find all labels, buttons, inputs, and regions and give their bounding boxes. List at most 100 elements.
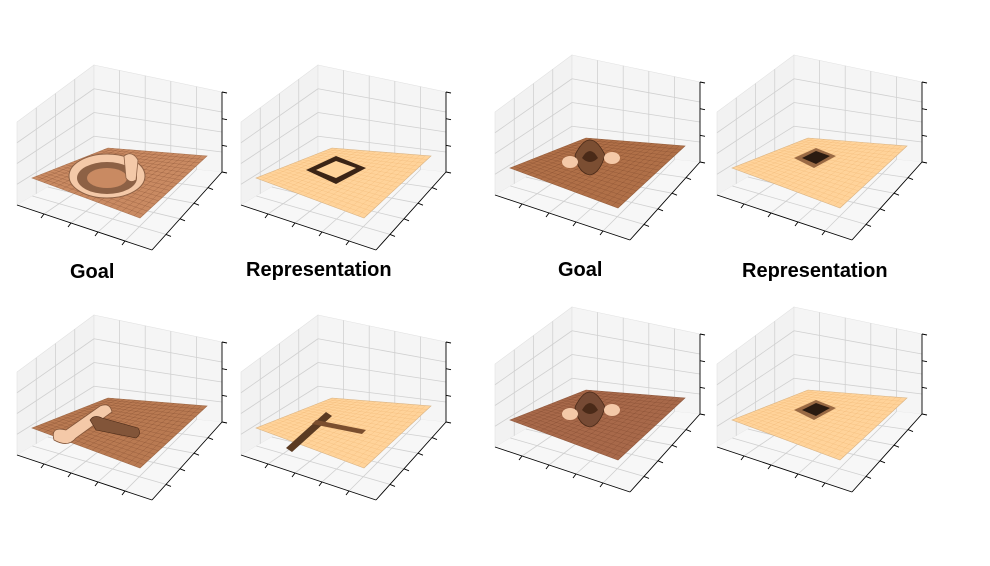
y-tick (179, 218, 186, 222)
surface-feature (68, 153, 146, 199)
x-tick (121, 240, 126, 246)
y-axis-line (629, 413, 701, 493)
surface-plot-4 (716, 54, 928, 241)
surface-feature (562, 139, 620, 176)
grid-line (793, 125, 923, 143)
z-tick (921, 108, 928, 111)
z-tick (445, 171, 452, 174)
x-tick (740, 455, 745, 461)
y-tick (685, 429, 692, 433)
x-tick (794, 221, 799, 227)
grid-line (793, 102, 923, 123)
grid-line (571, 78, 701, 103)
grid-line (494, 125, 573, 175)
grid-line (732, 185, 867, 225)
surface-feature (286, 412, 366, 452)
surface-mesh-line (827, 144, 897, 204)
grid-line (16, 362, 95, 414)
z-tick (921, 161, 928, 164)
x-tick (599, 230, 604, 236)
x-tick (345, 490, 350, 496)
x-tick (40, 213, 45, 219)
t-stem (52, 404, 113, 444)
x-tick (545, 464, 550, 470)
z-tick (699, 161, 706, 164)
x-tick (40, 463, 45, 469)
t-bar (89, 416, 140, 439)
surface-mesh-line (833, 145, 902, 206)
z-tick (445, 341, 452, 344)
surface-mesh-line (357, 405, 426, 466)
grid-line (571, 354, 701, 375)
z-tick (921, 413, 928, 416)
y-axis-line (151, 421, 223, 501)
z-tick (445, 118, 452, 121)
y-tick (403, 468, 410, 472)
cup-lobe-left (562, 408, 578, 420)
x-tick (318, 481, 323, 487)
grid-line (256, 445, 391, 485)
z-tick (699, 386, 706, 389)
surface-mesh-line (611, 397, 680, 458)
surface-plot-1 (16, 64, 228, 251)
z-tick (445, 394, 452, 397)
x-tick (345, 240, 350, 246)
grid-line (124, 169, 197, 242)
grid-line (571, 102, 701, 123)
z-tick (699, 413, 706, 416)
surface-mesh-line (345, 404, 415, 462)
grid-line (317, 362, 447, 383)
plot-representation-pit (712, 40, 942, 250)
surface-mesh-line (605, 144, 675, 204)
y-tick (193, 452, 200, 456)
ring-center (87, 168, 127, 188)
surface-feature (562, 391, 620, 428)
x-tick (572, 221, 577, 227)
grid-line (317, 338, 447, 363)
surface-feature (52, 404, 140, 444)
grid-line (793, 78, 923, 103)
grid-line (93, 362, 223, 383)
surface-mesh-line (803, 139, 904, 150)
surface-plot-8 (716, 306, 928, 493)
grid-line (317, 88, 447, 113)
surface-mesh-line (127, 404, 197, 464)
surface-feature (794, 148, 836, 168)
surface-mesh-line (103, 399, 204, 410)
y-axis-line (629, 161, 701, 241)
x-tick (518, 203, 523, 209)
x-tick (821, 482, 826, 488)
plot-representation-t (236, 300, 466, 510)
surface-mesh-line (99, 401, 200, 414)
plot-representation-pit-2 (712, 292, 942, 502)
surface-mesh-line (605, 396, 675, 456)
x-axis-line (716, 446, 853, 493)
z-tick (921, 134, 928, 137)
z-tick (699, 134, 706, 137)
y-axis-line (375, 171, 447, 251)
y-tick (417, 202, 424, 206)
plot-goal-ring (12, 50, 242, 260)
grid-line (732, 437, 867, 477)
x-tick (767, 212, 772, 218)
grid-line (824, 411, 897, 484)
surface-mesh-line (821, 144, 891, 202)
grid-line (317, 135, 447, 153)
y-tick (165, 233, 172, 237)
grid-line (494, 377, 573, 427)
y-tick (671, 192, 678, 196)
z-tick (221, 171, 228, 174)
x-tick (264, 463, 269, 469)
surface-mesh-line (323, 151, 424, 164)
surface-plot-7 (494, 306, 706, 493)
t-bar (312, 420, 366, 434)
surface-mesh-line (351, 154, 421, 214)
surface-mesh-line (127, 154, 197, 214)
x-tick (572, 473, 577, 479)
surface-mesh-line (121, 154, 191, 212)
surface-mesh-line (323, 401, 424, 414)
y-tick (865, 223, 872, 227)
grid-line (716, 354, 795, 406)
grid-line (494, 354, 573, 406)
grid-line (256, 195, 391, 235)
